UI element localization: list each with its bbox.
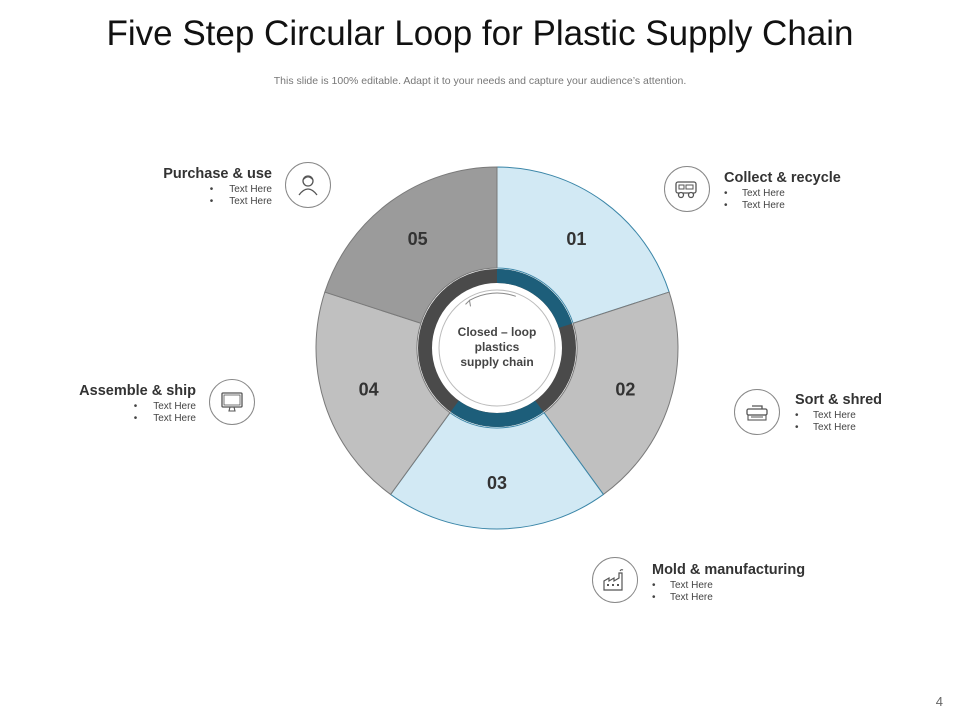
segment-number-05: 05 (408, 229, 428, 249)
ring-accent-01 (496, 269, 573, 329)
center-label-line-2: plastics (474, 340, 520, 354)
step-assemble-ship: Assemble & ship Text Here Text Here (79, 383, 196, 425)
step-heading: Purchase & use (163, 166, 272, 182)
person-icon (285, 162, 331, 208)
step-sort-shred: Sort & shred Text Here Text Here (795, 392, 882, 434)
step-collect-recycle: Collect & recycle Text Here Text Here (724, 170, 841, 212)
step-bullet: Text Here (79, 401, 196, 413)
page-title: Five Step Circular Loop for Plastic Supp… (106, 14, 854, 53)
segment-04 (315, 291, 451, 496)
step-bullet: Text Here (652, 580, 805, 592)
step-bullet: Text Here (163, 196, 272, 208)
step-bullet: Text Here (724, 200, 841, 212)
center-inner-outline (438, 289, 556, 407)
center-disc (433, 284, 561, 412)
page-subtitle: This slide is 100% editable. Adapt it to… (273, 75, 687, 87)
segment-number-03: 03 (487, 473, 507, 493)
step-bullet: Text Here (795, 410, 882, 422)
step-bullet: Text Here (795, 422, 882, 434)
truck-icon (664, 166, 710, 212)
page-number: 4 (935, 694, 943, 709)
step-heading: Sort & shred (795, 392, 883, 408)
factory-icon (592, 557, 638, 603)
step-bullet: Text Here (79, 413, 196, 425)
step-heading: Collect & recycle (724, 170, 841, 186)
loop-arrow (469, 292, 516, 301)
ring-accent-03 (450, 400, 544, 427)
center-label-line-1: Closed – loop (457, 325, 537, 339)
shredder-icon (734, 389, 780, 435)
loop-arrow-head (465, 299, 471, 307)
step-mold-manufacturing: Mold & manufacturing Text Here Text Here (652, 562, 805, 604)
monitor-icon (209, 379, 255, 425)
center-label-line-3: supply chain (460, 355, 534, 369)
segment-02 (543, 291, 679, 496)
step-heading: Mold & manufacturing (652, 562, 806, 578)
step-bullet: Text Here (724, 188, 841, 200)
center-label: Closed – loop plastics supply chain (446, 325, 548, 370)
segment-01 (496, 166, 670, 324)
segment-number-04: 04 (359, 380, 379, 400)
step-bullet: Text Here (163, 184, 272, 196)
segment-03 (389, 412, 605, 530)
segment-number-02: 02 (615, 380, 635, 400)
step-bullet: Text Here (652, 592, 805, 604)
step-purchase-use: Purchase & use Text Here Text Here (163, 166, 272, 208)
segment-05 (324, 166, 498, 324)
step-heading: Assemble & ship (79, 383, 196, 399)
segment-number-01: 01 (566, 229, 586, 249)
